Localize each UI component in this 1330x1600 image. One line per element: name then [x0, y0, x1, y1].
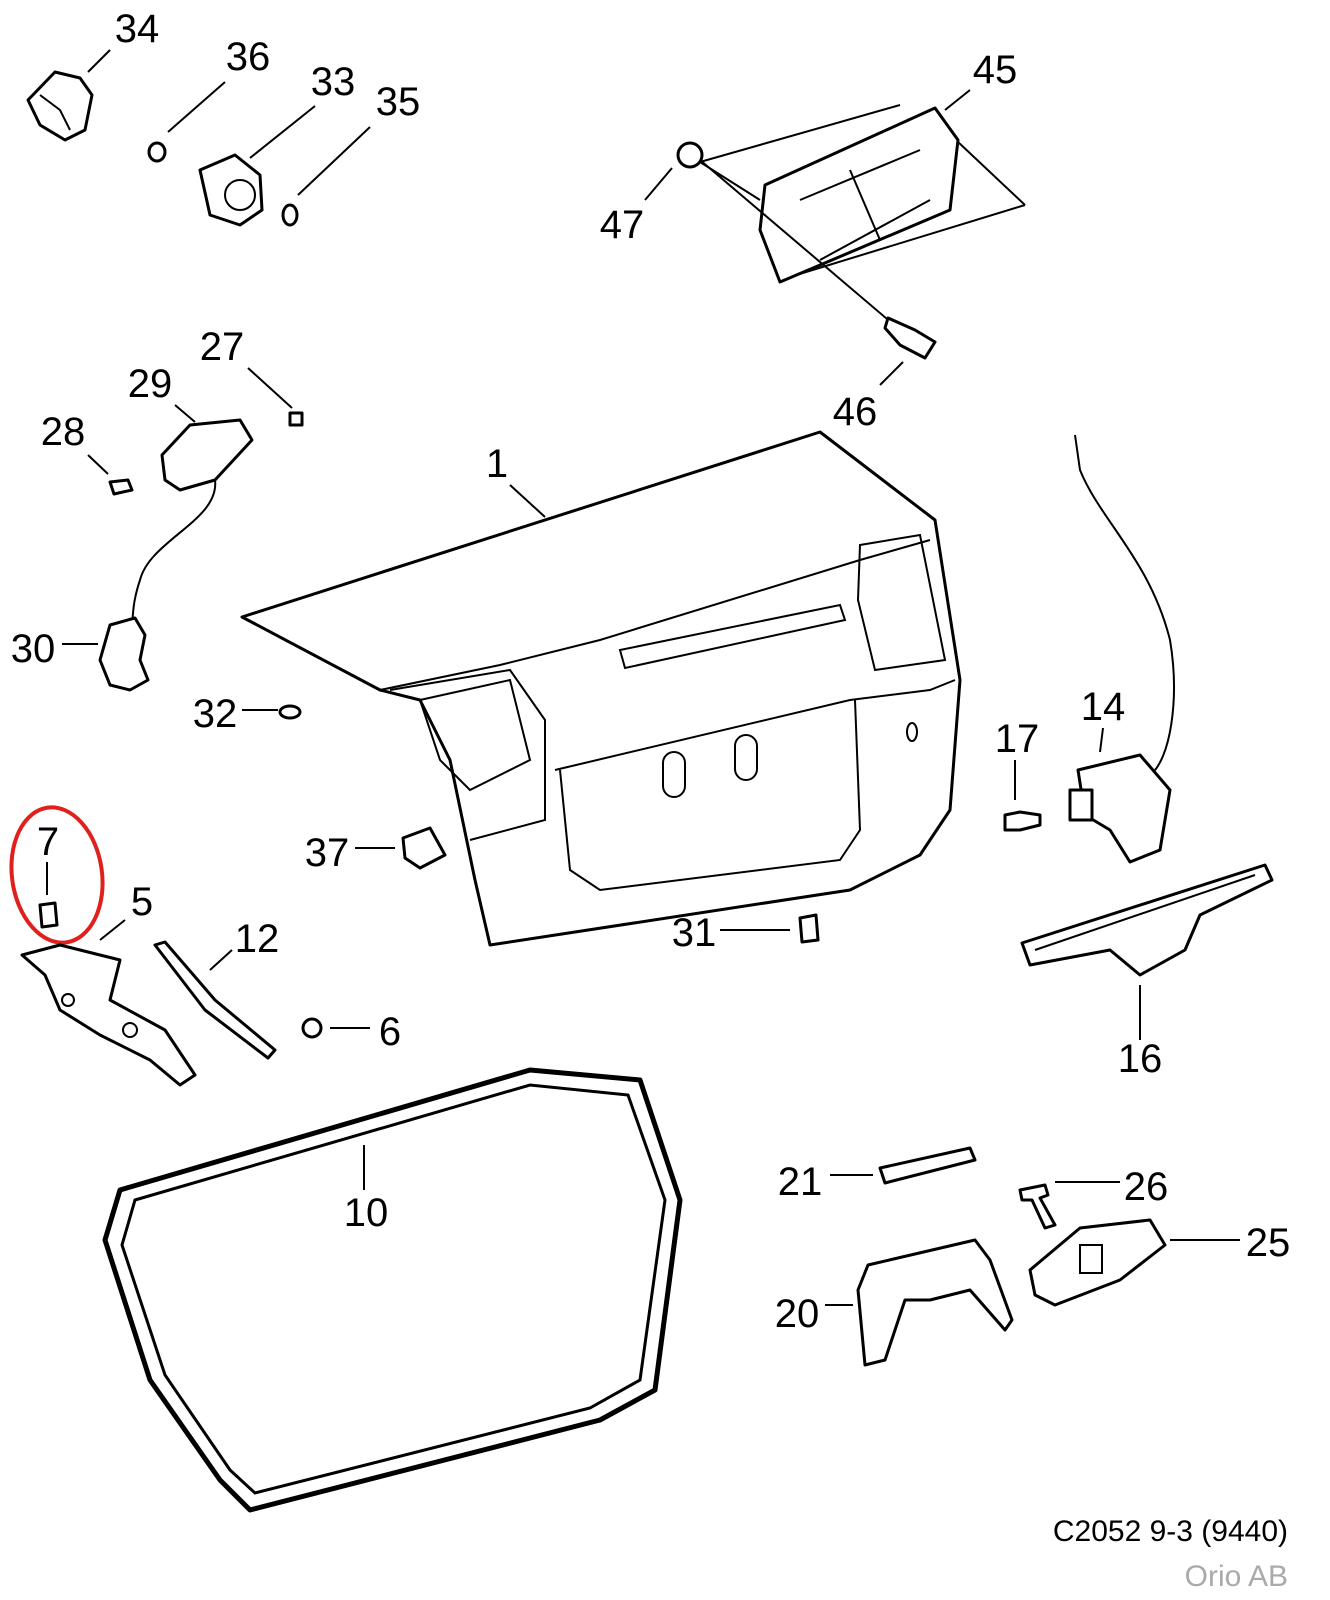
part-28-screw: [108, 478, 134, 496]
callout-17: 17: [995, 717, 1040, 761]
part-36-ring: [147, 141, 167, 163]
leader-lines: [46, 49, 1240, 1306]
part-30-cable-end: [98, 616, 150, 692]
part-33-lock-cylinder: [198, 153, 264, 227]
diagram-code: C2052 9-3 (9440): [1052, 1515, 1288, 1548]
part-35-ring: [281, 203, 299, 227]
callout-33: 33: [311, 60, 356, 104]
part-17-bolt: [1003, 810, 1042, 832]
callout-26: 26: [1124, 1165, 1169, 1209]
callout-10: 10: [344, 1191, 389, 1235]
callout-7: 7: [37, 820, 59, 864]
callout-37: 37: [305, 831, 350, 875]
callout-32: 32: [193, 692, 238, 736]
part-27-clip: [288, 411, 304, 427]
callout-29: 29: [128, 362, 173, 406]
part-16-handle-strip: [1020, 863, 1274, 977]
part-6-ball-stud: [301, 1017, 323, 1039]
callout-28: 28: [41, 410, 86, 454]
copyright: Orio AB: [1184, 1560, 1288, 1593]
part-1-trunk-lid: [240, 430, 962, 947]
part-47-nut: [676, 141, 901, 331]
callout-30: 30: [11, 627, 56, 671]
callout-25: 25: [1246, 1221, 1291, 1265]
part-20-handle-cover: [856, 1238, 1014, 1367]
part-14-lock: [1068, 434, 1175, 864]
part-21-rod: [878, 1146, 977, 1185]
part-45-license-plate-bracket: [699, 104, 1026, 284]
callout-labels: 34 36 33 35 45 47 27 29 28 46 1 30 32 14…: [11, 7, 1291, 1336]
callout-31: 31: [672, 911, 717, 955]
part-12-gas-strut: [153, 940, 277, 1060]
part-34-lock-cylinder-housing: [26, 70, 94, 142]
part-25-lock-motor: [1028, 1218, 1167, 1307]
callout-35: 35: [376, 80, 421, 124]
callout-6: 6: [379, 1010, 401, 1054]
callout-12: 12: [235, 917, 280, 961]
callout-21: 21: [778, 1160, 823, 1204]
highlight-circle-part-7: [9, 805, 105, 945]
callout-1: 1: [486, 442, 508, 486]
callout-5: 5: [131, 880, 153, 924]
callout-47: 47: [600, 203, 645, 247]
callout-34: 34: [115, 7, 160, 51]
part-46-screw: [883, 316, 937, 360]
part-7-buffer: [38, 901, 59, 929]
part-29-release-motor: [129, 418, 254, 626]
part-32-plug: [278, 704, 302, 720]
callout-46: 46: [833, 390, 878, 434]
part-26-screw: [1018, 1183, 1057, 1230]
callout-14: 14: [1081, 685, 1126, 729]
callout-16: 16: [1118, 1037, 1163, 1081]
callout-36: 36: [226, 35, 271, 79]
callout-45: 45: [973, 48, 1018, 92]
part-31-clip: [798, 913, 820, 944]
part-10-weatherstrip: [102, 1067, 683, 1513]
part-5-hinge: [20, 943, 197, 1087]
part-37-bumper: [401, 826, 447, 870]
callout-27: 27: [200, 325, 245, 369]
callout-20: 20: [775, 1292, 820, 1336]
